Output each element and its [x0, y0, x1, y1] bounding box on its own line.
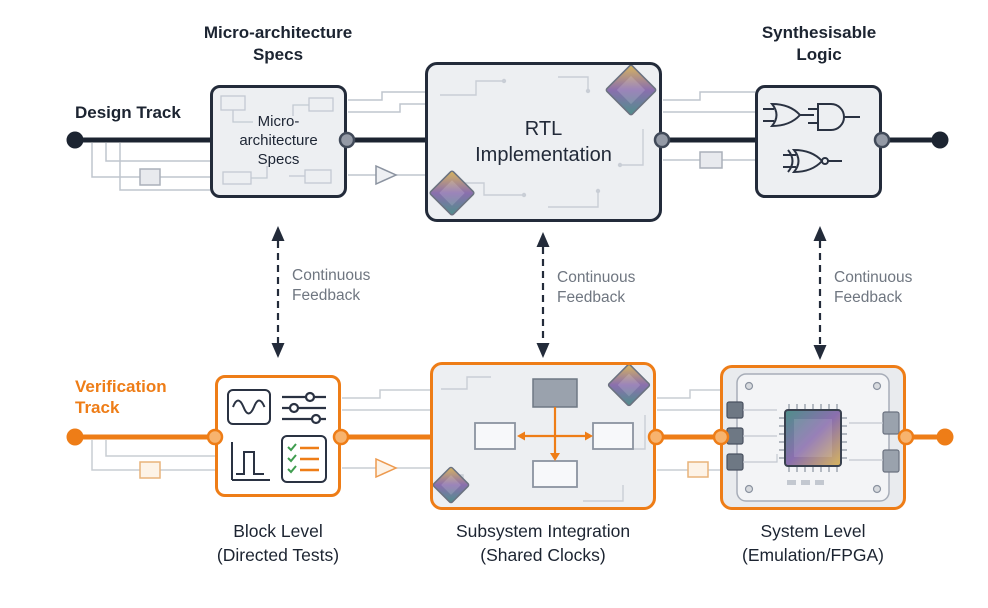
feedback-label-2-line2: Feedback — [557, 289, 626, 307]
circuit-traces-decor — [91, 143, 210, 191]
verification-endpoint-left — [66, 428, 84, 446]
block-level-caption-line1: Block Level — [233, 521, 323, 541]
subsystem-integration-caption: Subsystem Integration (Shared Clocks) — [413, 520, 673, 567]
block-diagram-icon — [433, 365, 651, 504]
block-level-caption: Block Level (Directed Tests) — [178, 520, 378, 567]
feedback-arrow — [276, 241, 822, 345]
block-level-caption-line2: (Directed Tests) — [216, 544, 340, 565]
circuit-schematic-icon — [220, 95, 334, 185]
buffer-gate-icon — [375, 164, 398, 186]
chip-die-icon — [607, 365, 651, 407]
chip-die-icon — [429, 170, 475, 216]
system-level-caption-line2: (Emulation/FPGA) — [742, 544, 884, 565]
logic-gates-icon — [763, 102, 860, 174]
verification-endpoint-right — [936, 428, 954, 446]
sliders-icon — [282, 391, 326, 425]
feedback-label-1-line2: Feedback — [292, 287, 361, 305]
rtl-implementation-text: RTL Implementation — [475, 118, 612, 166]
subsystem-integration-caption-line2: (Shared Clocks) — [480, 544, 606, 565]
circuit-traces-decor — [663, 91, 755, 161]
circuit-traces-decor — [342, 389, 430, 469]
system-level-caption-line1: System Level — [760, 521, 866, 541]
system-level-box — [720, 365, 906, 510]
step-signal-icon — [231, 442, 270, 481]
pcb-chip-icon — [726, 373, 900, 502]
sine-wave-icon — [227, 389, 271, 425]
subsystem-integration-caption-line1: Subsystem Integration — [455, 521, 631, 541]
rtl-implementation-box: RTL Implementation — [425, 62, 662, 222]
connector-icons-left — [726, 401, 744, 471]
checklist-icon — [281, 435, 327, 483]
feedback-label-1-line1: Continuous — [292, 267, 371, 284]
feedback-label-3-line1: Continuous — [834, 269, 913, 286]
rtl-circuit-decor — [429, 65, 657, 216]
micro-specs-box: Micro-architecture Specs — [210, 85, 347, 198]
design-endpoint-left — [66, 131, 84, 149]
system-level-caption: System Level (Emulation/FPGA) — [703, 520, 923, 567]
screw-icons — [744, 381, 882, 494]
circuit-traces-decor — [348, 91, 425, 176]
component-symbol — [699, 151, 723, 169]
block-level-icons — [227, 389, 327, 483]
feedback-label-1: Continuous Feedback — [292, 266, 402, 306]
verification-junction-nodes — [206, 428, 915, 446]
block-level-box — [215, 375, 341, 497]
chip-die-icon — [605, 65, 657, 116]
micro-specs-title-line1: Micro-architecture — [203, 23, 353, 42]
verification-track-label: Verification Track — [75, 377, 167, 418]
connector-icons-right — [882, 411, 900, 473]
circuit-traces-decor — [91, 440, 215, 471]
design-track-label: Design Track — [75, 103, 181, 122]
component-symbol — [687, 461, 709, 478]
chip-die-icon — [433, 466, 470, 504]
synthesisable-logic-title: Synthesisable Logic — [758, 22, 880, 66]
synthesisable-logic-title-line1: Synthesisable — [761, 23, 877, 42]
feedback-label-3-line2: Feedback — [834, 289, 903, 307]
circuit-traces-decor — [657, 389, 720, 471]
buffer-gate-icon — [375, 457, 398, 479]
component-symbol — [139, 168, 161, 186]
micro-specs-box-text: Micro-architecture Specs — [239, 113, 318, 168]
design-endpoint-right — [931, 131, 949, 149]
design-junction-nodes — [338, 131, 891, 149]
synthesisable-logic-box — [755, 85, 882, 198]
component-symbol — [139, 461, 161, 479]
micro-specs-title: Micro-architecture Specs — [198, 22, 358, 66]
synthesisable-logic-title-line2: Logic — [796, 45, 842, 65]
feedback-arrowheads — [271, 226, 827, 360]
feedback-label-2: Continuous Feedback — [557, 268, 667, 308]
micro-specs-title-line2: Specs — [252, 45, 304, 65]
feedback-label-3: Continuous Feedback — [834, 268, 944, 308]
subsystem-integration-box — [430, 362, 656, 510]
feedback-label-2-line1: Continuous — [557, 269, 636, 286]
